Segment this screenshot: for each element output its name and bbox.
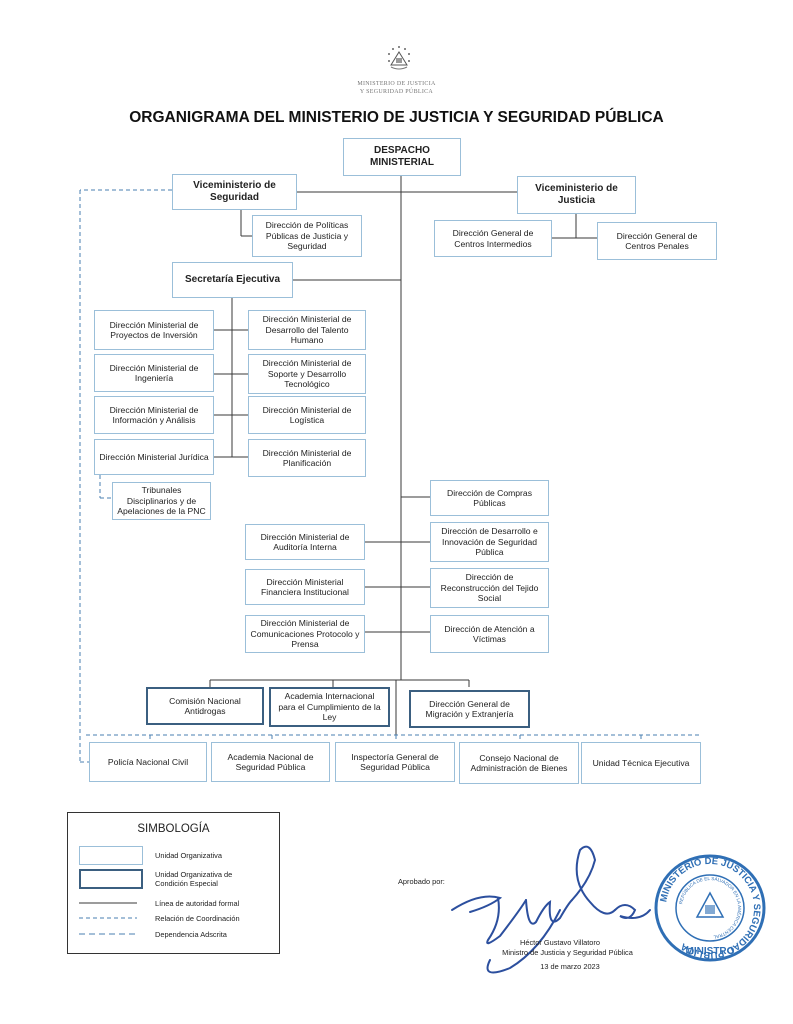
unit-dm-proyectos-inversion: Dirección Ministerial de Proyectos de In… (94, 310, 214, 350)
org-name-line1: MINISTERIO DE JUSTICIA (357, 81, 436, 87)
unit-consejo-administracion-bienes: Consejo Nacional de Administración de Bi… (459, 742, 579, 784)
approver-name: Héctor Gustavo Villatoro (520, 938, 600, 947)
unit-dm-juridica: Dirección Ministerial Jurídica (94, 439, 214, 475)
unit-dg-migracion-extranjeria: Dirección General de Migración y Extranj… (409, 690, 530, 728)
unit-dm-financiera-institucional: Dirección Ministerial Financiera Institu… (245, 569, 365, 605)
legend-swatch-unidad (79, 846, 143, 865)
unit-dm-planificacion: Dirección Ministerial de Planificación (248, 439, 366, 477)
legend-coordinacion-label: Relación de Coordinación (155, 914, 240, 923)
unit-academia-nacional-seguridad: Academia Nacional de Seguridad Pública (211, 742, 330, 782)
org-name-line2: Y SEGURIDAD PÚBLICA (359, 89, 434, 95)
unit-unidad-tecnica-ejecutiva: Unidad Técnica Ejecutiva (581, 742, 701, 784)
unit-viceministerio-seguridad: Viceministerio de Seguridad (172, 174, 297, 210)
legend-especial-label: Unidad Organizativa de Condición Especia… (155, 870, 233, 888)
approver-role: Ministro de Justicia y Seguridad Pública (502, 948, 633, 957)
unit-direccion-politicas-publicas: Dirección de Políticas Públicas de Justi… (252, 215, 362, 257)
unit-direccion-atencion-victimas: Dirección de Atención a Víctimas (430, 615, 549, 653)
unit-secretaria-ejecutiva: Secretaría Ejecutiva (172, 262, 293, 298)
legend-autoridad-label: Línea de autoridad formal (155, 899, 240, 908)
unit-tribunales-disciplinarios: Tribunales Disciplinarios y de Apelacion… (112, 482, 211, 520)
unit-direccion-tejido-social: Dirección de Reconstrucción del Tejido S… (430, 568, 549, 608)
unit-policia-nacional-civil: Policía Nacional Civil (89, 742, 207, 782)
unit-inspectoria-general: Inspectoría General de Seguridad Pública (335, 742, 455, 782)
unit-comision-antidrogas: Comisión Nacional Antidrogas (146, 687, 264, 725)
unit-dm-comunicaciones-protocolo: Dirección Ministerial de Comunicaciones … (245, 615, 365, 653)
unit-dm-ingenieria: Dirección Ministerial de Ingeniería (94, 354, 214, 392)
unit-academia-internacional: Academia Internacional para el Cumplimie… (269, 687, 390, 727)
unit-dg-centros-penales: Dirección General de Centros Penales (597, 222, 717, 260)
unit-dm-informacion-analisis: Dirección Ministerial de Información y A… (94, 396, 214, 434)
unit-dg-centros-intermedios: Dirección General de Centros Intermedios (434, 220, 552, 257)
approval-date: 13 de marzo 2023 (540, 962, 600, 971)
unit-direccion-innovacion-seguridad: Dirección de Desarrollo e Innovación de … (430, 522, 549, 562)
unit-direccion-compras-publicas: Dirección de Compras Públicas (430, 480, 549, 516)
unit-dm-talento-humano: Dirección Ministerial de Desarrollo del … (248, 310, 366, 350)
legend-swatch-especial (79, 869, 143, 889)
unit-viceministerio-justicia: Viceministerio de Justicia (517, 176, 636, 214)
svg-text:MINISTRO: MINISTRO (686, 946, 735, 957)
legend-title: SIMBOLOGÍA (137, 823, 210, 835)
signature (451, 845, 651, 974)
coat-of-arms-icon (386, 44, 412, 72)
unit-dm-logistica: Dirección Ministerial de Logística (248, 396, 366, 434)
unit-dm-auditoria-interna: Dirección Ministerial de Auditoría Inter… (245, 524, 365, 560)
unit-despacho-ministerial: DESPACHO MINISTERIAL (343, 138, 461, 176)
ministry-seal-stamp: MINISTERIO DE JUSTICIA Y SEGURIDAD PÚBLI… (654, 854, 766, 962)
legend-unidad-label: Unidad Organizativa (155, 851, 222, 860)
approval-label: Aprobado por: (398, 877, 445, 886)
page-title: ORGANIGRAMA DEL MINISTERIO DE JUSTICIA Y… (129, 109, 664, 126)
unit-dm-soporte-tecnologico: Dirección Ministerial de Soporte y Desar… (248, 354, 366, 394)
legend-line-samples (79, 902, 137, 935)
legend-adscrita-label: Dependencia Adscrita (155, 930, 227, 939)
legend (67, 812, 280, 954)
